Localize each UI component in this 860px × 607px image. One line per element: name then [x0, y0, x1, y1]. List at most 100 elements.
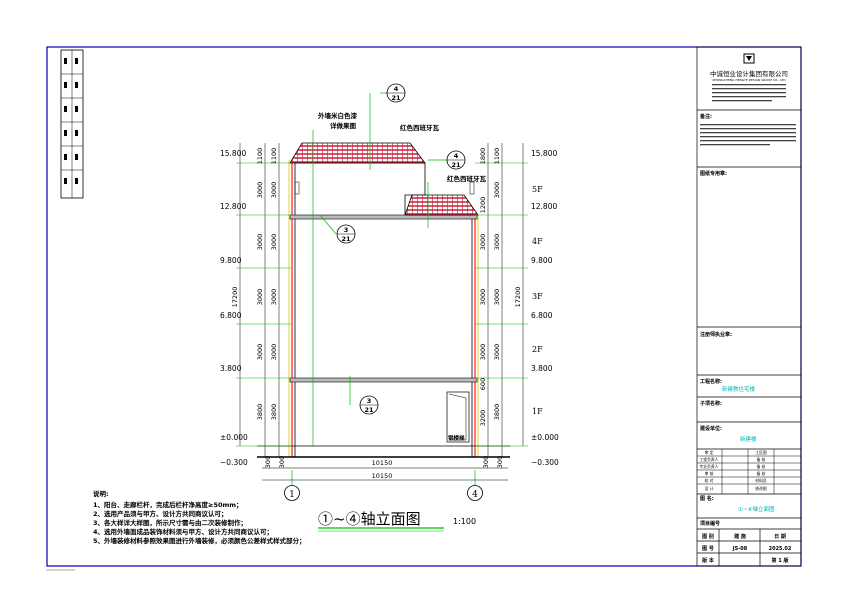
dim-right2-3800: 3800: [493, 404, 501, 421]
left-dim-lines: [239, 143, 280, 457]
sign-row-3-label: 专业负责人: [700, 464, 719, 469]
logo-mark: [746, 56, 752, 61]
level-right-neg300: −0.300: [531, 458, 559, 467]
tb-project-no-label: 项目编号: [700, 520, 720, 527]
sign-row-5-label: 校 对: [705, 478, 714, 483]
tb-sub-label: 子项名称:: [700, 400, 722, 407]
title-block: [696, 46, 802, 567]
annotation-wall-paint: 外墙米白色漆: [318, 111, 358, 120]
tb-notes-label: 备注:: [699, 113, 712, 120]
level-left-15800: 15.800: [220, 149, 246, 158]
tb-client-label: 建设单位:: [699, 425, 722, 432]
building-elevation: [257, 160, 510, 458]
tb-footer-2-1: 图 号: [702, 545, 714, 552]
tb-project-name: 新建教住宅楼: [722, 385, 756, 393]
note-1: 1、阳台、走廊栏杆，完成后栏杆净高度≥50mm；: [93, 500, 243, 509]
sign-row-6-label: 设 计: [705, 486, 714, 491]
dim-side-2: 300: [278, 456, 286, 468]
dim-left-3000b: 3000: [256, 234, 264, 251]
floor-5f: 5F: [532, 185, 543, 194]
leader-lines: [291, 92, 476, 485]
callout-dividers: [337, 92, 465, 406]
left-dim-ticks: [236, 162, 292, 447]
dim-left-3000d: 3000: [256, 344, 264, 361]
dim-left-3000a: 3000: [256, 182, 264, 199]
callout-1-top: 4: [394, 85, 399, 93]
notes-heading: 说明:: [93, 489, 109, 498]
tb-change-label: 图纸专用章:: [700, 170, 727, 177]
annotation-stair: 钢楼梯: [448, 434, 465, 442]
dim-left-3800: 3800: [256, 404, 264, 421]
dim-left-3000c: 3000: [256, 289, 264, 306]
sign-row-2-label: 工程负责人: [700, 457, 719, 462]
bottom-dim-lines: [262, 467, 508, 481]
callout-3-bottom: 21: [341, 235, 351, 243]
tb-drawing-name-label: 图 名:: [700, 495, 714, 502]
drawing-scale: 1:100: [453, 517, 476, 526]
dim-right2-1100: 1100: [493, 148, 501, 165]
right-dim-lines: [487, 143, 524, 457]
callout-2-bottom: 21: [451, 161, 461, 169]
callout-2-top: 4: [454, 152, 459, 160]
level-right-9800: 9.800: [531, 256, 553, 265]
dim-side-4: 300: [496, 456, 504, 468]
axis-label-1: 1: [289, 490, 295, 500]
level-right-15800: 15.800: [531, 149, 557, 158]
tb-seal-label: 注册师执业章:: [700, 331, 732, 338]
binding-rows: [61, 73, 83, 171]
level-right-12800: 12.800: [531, 202, 557, 211]
axis-label-4: 4: [472, 490, 478, 500]
company-name-en: ZHONGCHENG HENGYE DESIGN GROUP CO., LTD: [712, 78, 786, 82]
company-logo: [743, 53, 755, 64]
floor-3f: 3F: [532, 292, 543, 301]
notes-fineprint: [700, 124, 796, 146]
company-fineprint: [712, 84, 786, 102]
dim-right2-3000b: 3000: [493, 234, 501, 251]
dim-right-1200: 1200: [479, 197, 487, 214]
binding-marks: [64, 58, 78, 184]
sign-row-4-label2: 备 核: [757, 471, 766, 476]
dim-left2-3000a: 3000: [270, 182, 278, 199]
dim-right-3000b: 3000: [479, 289, 487, 306]
tb-footer-3-1: 版 本: [702, 557, 715, 564]
dim-left-total: 17200: [231, 287, 239, 308]
tb-footer-2-2: JS-08: [732, 546, 748, 552]
level-left-0000: ±0.000: [220, 433, 248, 442]
sign-row-5-label2: 材料员: [755, 478, 767, 483]
tb-footer-3-3: 第 1 版: [772, 557, 789, 564]
side-roof-tiles: [404, 194, 479, 216]
tb-footer-1-3: 日 期: [774, 533, 786, 540]
dim-left2-3000b: 3000: [270, 234, 278, 251]
tb-client-name: 新建楼: [740, 435, 757, 443]
floor-4f: 4F: [532, 237, 543, 246]
annotation-wall-paint-2: 详做果图: [330, 121, 357, 130]
right-dim-ticks: [475, 162, 528, 447]
note-4: 4、选用外墙面成品装饰材料须与甲方、设计方共同商议认可；: [93, 527, 273, 536]
dim-right2-3000c: 3000: [493, 289, 501, 306]
annotation-roof-tile-2: 红色西班牙瓦: [447, 174, 487, 183]
level-right-6800: 6.800: [531, 311, 553, 320]
dim-left2-3000d: 3000: [270, 344, 278, 361]
drawing-title: ①~④轴立面图: [318, 510, 421, 528]
tb-drawing-name: ①~④轴立面图: [738, 505, 775, 513]
floor-2f: 2F: [532, 345, 543, 354]
sign-row-4-label: 审 核: [705, 471, 714, 476]
tb-project-label: 工程名称:: [700, 378, 722, 385]
dim-left-1100: 1100: [256, 148, 264, 165]
dim-right2-3000d: 3000: [493, 344, 501, 361]
sign-row-6-label2: 修改图: [755, 486, 767, 491]
dim-left2-1100: 1100: [270, 148, 278, 165]
callout-3-top: 3: [344, 226, 349, 234]
floor-1f: 1F: [532, 407, 543, 416]
level-left-6800: 6.800: [220, 311, 242, 320]
dim-right-3200: 3200: [479, 410, 487, 427]
level-left-neg300: −0.300: [220, 458, 248, 467]
dim-width-1: 10150: [372, 459, 393, 467]
dim-right-3000c: 3000: [479, 344, 487, 361]
dim-side-1: 300: [264, 456, 272, 468]
dim-right-total: 17200: [514, 287, 522, 308]
annotation-roof-tile: 红色西班牙瓦: [400, 123, 440, 132]
axis-bubble-4: [467, 485, 483, 501]
company-name: 中诚恒业设计集团有限公司: [710, 69, 788, 78]
